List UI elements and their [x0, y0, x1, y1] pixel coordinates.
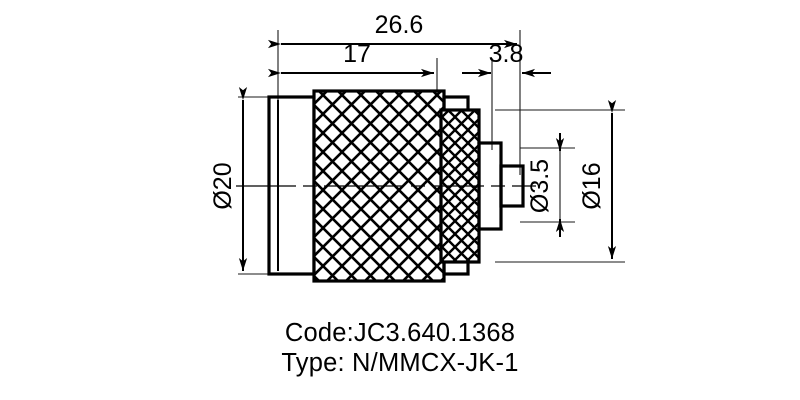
dimension-body-length: 17	[268, 40, 434, 78]
dimension-label-26-6: 26.6	[375, 11, 424, 39]
caption-type-line: Type: N/MMCX-JK-1	[281, 349, 519, 377]
dimension-label-phi20: Ø20	[209, 162, 237, 209]
dimension-overall-length: 26.6	[268, 11, 517, 49]
dimension-body-diameter: Ø20	[209, 87, 248, 271]
dimension-pin-length: 3.8	[462, 40, 551, 78]
dimension-label-3-8: 3.8	[489, 40, 524, 68]
dimension-label-17: 17	[343, 40, 371, 68]
dimension-pin-diameter: Ø3.5	[526, 133, 565, 237]
caption-block: Code:JC3.640.1368 Type: N/MMCX-JK-1	[0, 318, 800, 378]
dimension-label-phi16: Ø16	[578, 162, 606, 209]
dimension-flange-diameter: Ø16	[578, 100, 617, 259]
caption-code-line: Code:JC3.640.1368	[284, 319, 516, 347]
